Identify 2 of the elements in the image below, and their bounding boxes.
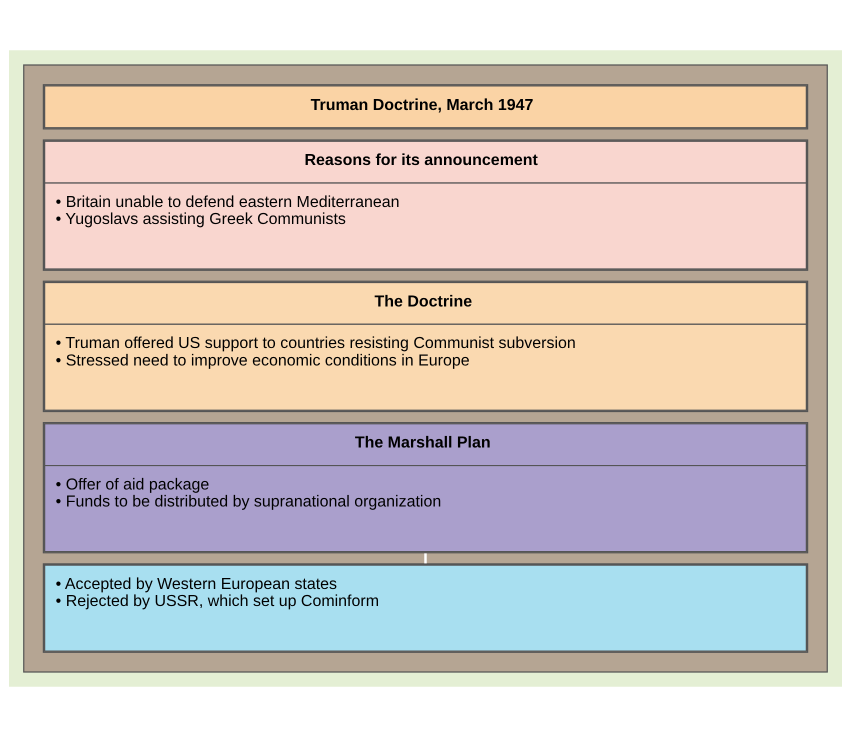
cluster xyxy=(22,64,828,673)
connector xyxy=(424,553,426,564)
